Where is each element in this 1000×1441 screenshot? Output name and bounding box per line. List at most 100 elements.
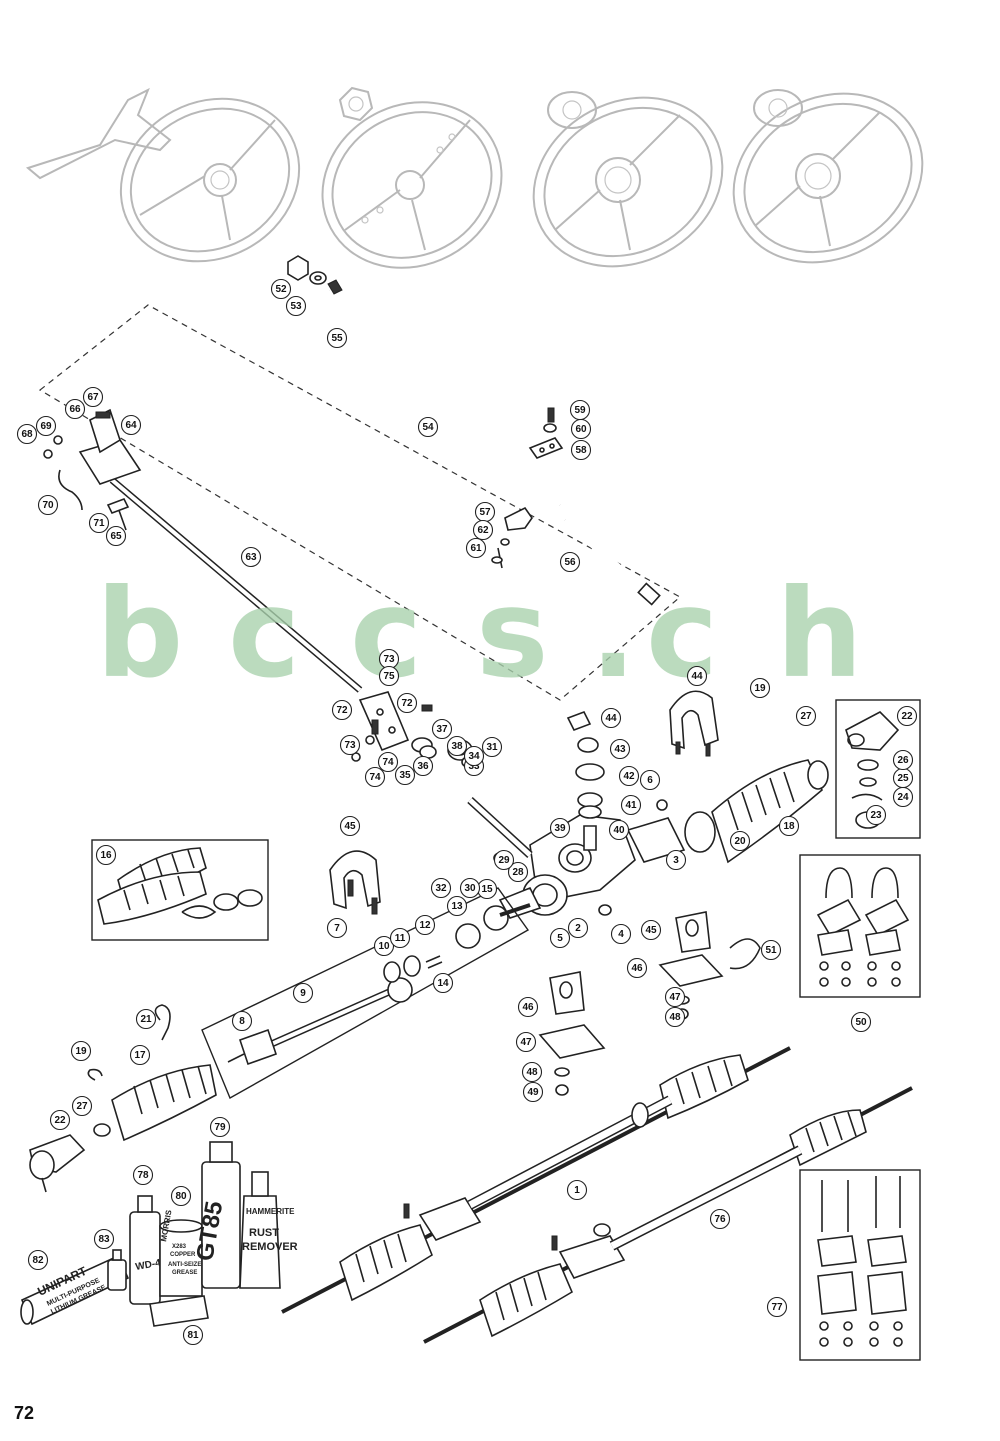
- callout-61: 61: [465, 537, 487, 559]
- callout-number: 82: [32, 1255, 44, 1266]
- callout-number: 76: [714, 1214, 726, 1225]
- callout-circle: [521, 1061, 543, 1083]
- callout-number: 53: [290, 301, 302, 312]
- callout-number: 71: [93, 518, 105, 529]
- callout-number: 74: [369, 772, 381, 783]
- callout-21: 21: [135, 1008, 157, 1030]
- callout-79: 79: [209, 1116, 231, 1138]
- callout-83: 83: [93, 1228, 115, 1250]
- callout-78: 78: [132, 1164, 154, 1186]
- callout-53: 53: [285, 295, 307, 317]
- callout-circle: [182, 1324, 204, 1346]
- callout-71: 71: [88, 512, 110, 534]
- callout-circle: [465, 537, 487, 559]
- callout-number: 70: [42, 500, 54, 511]
- callout-circle: [326, 917, 348, 939]
- gaiter-kit-parts: [97, 847, 263, 925]
- callout-number: 77: [771, 1302, 783, 1313]
- callout-circle: [463, 745, 485, 767]
- callout-circle: [481, 736, 503, 758]
- callout-circle: [231, 1010, 253, 1032]
- callout-number: 48: [669, 1012, 681, 1023]
- copper-label-1: X283: [172, 1244, 187, 1250]
- callout-75: 75: [378, 665, 400, 687]
- callout-circle: [567, 917, 589, 939]
- callout-number: 73: [344, 740, 356, 751]
- callout-number: 35: [399, 770, 411, 781]
- callout-circle: [70, 1040, 92, 1062]
- lower-column-shaft: [562, 517, 661, 606]
- callout-number: 60: [575, 424, 587, 435]
- callout-13: 13: [446, 895, 468, 917]
- callout-32: 32: [430, 877, 452, 899]
- callout-1: 1: [566, 1179, 588, 1201]
- callout-2: 2: [567, 917, 589, 939]
- callout-number: 15: [481, 884, 493, 895]
- callout-circle: [129, 1044, 151, 1066]
- callout-number: 47: [669, 992, 681, 1003]
- callout-number: 73: [383, 654, 395, 665]
- callout-number: 55: [331, 333, 343, 344]
- clamp-56: [491, 506, 533, 569]
- callout-circle: [686, 665, 708, 687]
- callout-74: 74: [377, 751, 399, 773]
- callout-73: 73: [339, 734, 361, 756]
- callout-11: 11: [389, 927, 411, 949]
- callout-52: 52: [270, 278, 292, 300]
- callout-circle: [664, 1006, 686, 1028]
- callout-37: 37: [431, 718, 453, 740]
- page-number: 72: [14, 1403, 35, 1423]
- callout-69: 69: [35, 415, 57, 437]
- callout-number: 57: [479, 507, 491, 518]
- callout-number: 46: [631, 963, 643, 974]
- watermark-char-1: b: [96, 563, 183, 705]
- callout-circle: [892, 749, 914, 771]
- callout-26: 26: [892, 749, 914, 771]
- callout-number: 54: [422, 422, 434, 433]
- callout-circle: [432, 972, 454, 994]
- mounting-bracket-lower: [538, 971, 606, 1096]
- callout-circle: [472, 519, 494, 541]
- callout-36: 36: [412, 755, 434, 777]
- u-bolt-parts: [816, 867, 910, 987]
- callout-circle: [549, 927, 571, 949]
- callout-number: 2: [575, 923, 581, 934]
- callout-circle: [459, 877, 481, 899]
- callout-number: 42: [623, 771, 635, 782]
- callout-16: 16: [95, 844, 117, 866]
- watermark-char-7: h: [776, 563, 863, 705]
- rust-label-2: REMOVER: [242, 1241, 298, 1253]
- callout-circle: [760, 939, 782, 961]
- callout-circle: [896, 705, 918, 727]
- callout-number: 81: [187, 1330, 199, 1341]
- callout-27: 27: [795, 705, 817, 727]
- callout-circle: [610, 923, 632, 945]
- callout-47: 47: [515, 1031, 537, 1053]
- callout-circle: [640, 919, 662, 941]
- callout-56: 56: [559, 551, 581, 573]
- callout-number: 68: [21, 429, 33, 440]
- callout-number: 58: [575, 445, 587, 456]
- callout-number: 56: [564, 557, 576, 568]
- callout-circle: [364, 766, 386, 788]
- callout-72: 72: [396, 692, 418, 714]
- callout-circle: [82, 386, 104, 408]
- callout-25: 25: [892, 767, 914, 789]
- callout-6: 6: [639, 769, 661, 791]
- callout-circle: [778, 815, 800, 837]
- callout-22: 22: [896, 705, 918, 727]
- callout-circle: [95, 844, 117, 866]
- watermark-char-5: .: [590, 563, 636, 705]
- callout-80: 80: [170, 1185, 192, 1207]
- callout-circle: [378, 665, 400, 687]
- callout-82: 82: [27, 1249, 49, 1271]
- callout-5: 5: [549, 927, 571, 949]
- box-rack-clamp-kit: [799, 1169, 921, 1361]
- callout-35: 35: [394, 764, 416, 786]
- column-variant-outline: [38, 304, 682, 701]
- callout-circle: [270, 278, 292, 300]
- callout-circle: [396, 692, 418, 714]
- callout-circle: [326, 327, 348, 349]
- callout-number: 45: [645, 925, 657, 936]
